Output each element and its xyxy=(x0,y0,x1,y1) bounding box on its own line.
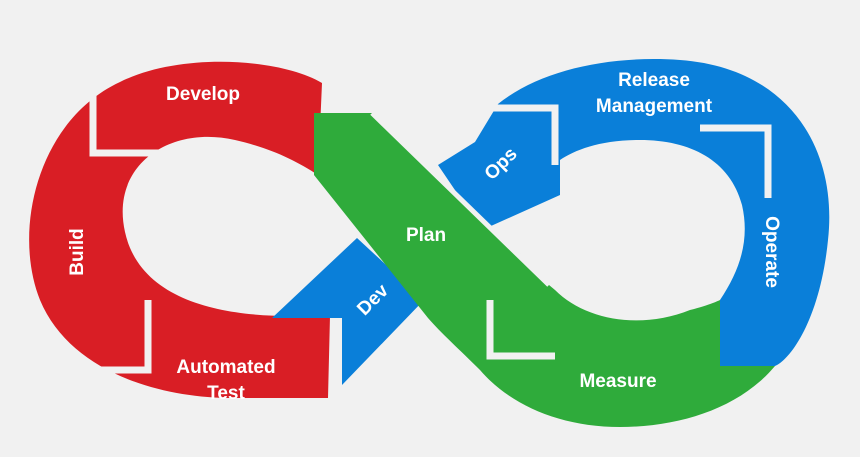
label-measure: Measure xyxy=(579,371,656,392)
red-separator-top xyxy=(89,82,160,157)
blue-separator-right xyxy=(700,124,772,198)
green-separator xyxy=(486,300,555,360)
red-loop xyxy=(29,61,330,398)
red-separator-bottom xyxy=(92,300,152,374)
label-plan: Plan xyxy=(406,225,446,246)
dev-segment xyxy=(272,238,424,385)
label-operate: Operate xyxy=(761,216,782,288)
blue-loop xyxy=(438,59,830,366)
label-release-line2: Management xyxy=(596,96,713,117)
green-band xyxy=(314,113,775,427)
label-automated-test-line2: Test xyxy=(207,383,245,404)
label-develop: Develop xyxy=(166,84,240,105)
blue-separator-top xyxy=(473,104,559,165)
label-automated-test-line1: Automated xyxy=(176,357,275,378)
label-release-line1: Release xyxy=(618,70,690,91)
label-build: Build xyxy=(67,228,88,276)
green-diagonal-edge xyxy=(370,111,551,287)
